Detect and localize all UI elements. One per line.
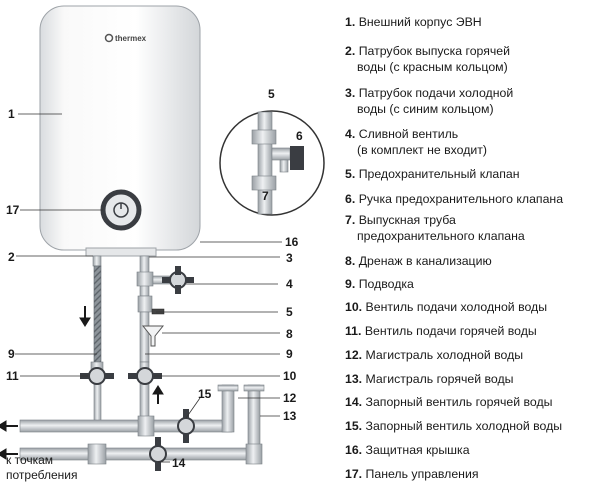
legend-item-3: 3. Патрубок подачи холодной воды (с сини…	[345, 86, 514, 116]
drain-valve	[162, 266, 194, 294]
hot-supply-valve	[80, 367, 114, 431]
callout-9-left: 9	[8, 347, 15, 361]
callout-6: 6	[296, 129, 303, 143]
flow-arrows	[0, 306, 164, 460]
legend-item-17: 17. Панель управления	[345, 467, 479, 481]
control-panel	[100, 189, 142, 231]
legend-item-4: 4. Сливной вентиль (в комплект не входит…	[345, 127, 488, 157]
consumer-points-note: к точкам потребления	[6, 453, 77, 483]
legend-item-13: 13. Магистраль горячей воды	[345, 372, 514, 386]
callout-15: 15	[198, 387, 212, 401]
legend-item-5: 5. Предохранительный клапан	[345, 167, 520, 181]
hot-hose	[90, 255, 104, 371]
legend-item-14: 14. Запорный вентиль горячей воды	[345, 395, 553, 409]
legend-item-1: 1. Внешний корпус ЭВН	[345, 15, 482, 29]
legend-item-9: 9. Подводка	[345, 277, 414, 291]
legend-item-10: 10. Вентиль подачи холодной воды	[345, 300, 548, 314]
brand-name: thermex	[115, 34, 147, 43]
callout-8: 8	[286, 327, 293, 341]
hot-water-main	[19, 384, 265, 465]
legend-item-7: 7. Выпускная труба предохранительного кл…	[345, 213, 525, 243]
callout-17: 17	[6, 203, 20, 217]
callout-1: 1	[8, 107, 15, 121]
callouts: 1 2 3 4 5 6 7 8 9 9 10 11 12 13 14 15 16…	[6, 87, 303, 470]
callout-12: 12	[283, 391, 297, 405]
safety-valve-inset	[219, 110, 325, 216]
callout-16: 16	[285, 235, 299, 249]
drain-funnel	[141, 325, 165, 347]
legend-item-16: 16. Защитная крышка	[345, 443, 470, 457]
callout-3: 3	[286, 251, 293, 265]
callout-5-inset: 5	[268, 87, 275, 101]
legend-item-8: 8. Дренаж в канализацию	[345, 254, 492, 268]
legend-item-2: 2. Патрубок выпуска горячей воды (с крас…	[345, 44, 511, 74]
callout-10: 10	[283, 369, 297, 383]
callout-7: 7	[262, 189, 269, 203]
legend-item-12: 12. Магистраль холодной воды	[345, 348, 524, 362]
callout-11: 11	[6, 369, 19, 383]
callout-13: 13	[283, 409, 297, 423]
legend-item-6: 6. Ручка предохранительного клапана	[345, 192, 564, 206]
callout-2: 2	[8, 250, 15, 264]
legend-item-15: 15. Запорный вентиль холодной воды	[345, 419, 563, 433]
legend-item-11: 11. Вентиль подачи горячей воды	[345, 324, 537, 338]
callout-4: 4	[286, 277, 293, 291]
cold-shutoff-valve	[177, 409, 195, 443]
callout-14: 14	[172, 456, 186, 470]
note-line-1: к точкам	[6, 453, 54, 467]
protective-cover	[85, 247, 157, 257]
note-line-2: потребления	[6, 468, 78, 482]
callout-9-right: 9	[286, 347, 293, 361]
hot-shutoff-valve	[149, 437, 167, 471]
leader-lines	[15, 113, 282, 463]
callout-5-main: 5	[286, 305, 293, 319]
brand-logo: thermex	[104, 33, 147, 43]
